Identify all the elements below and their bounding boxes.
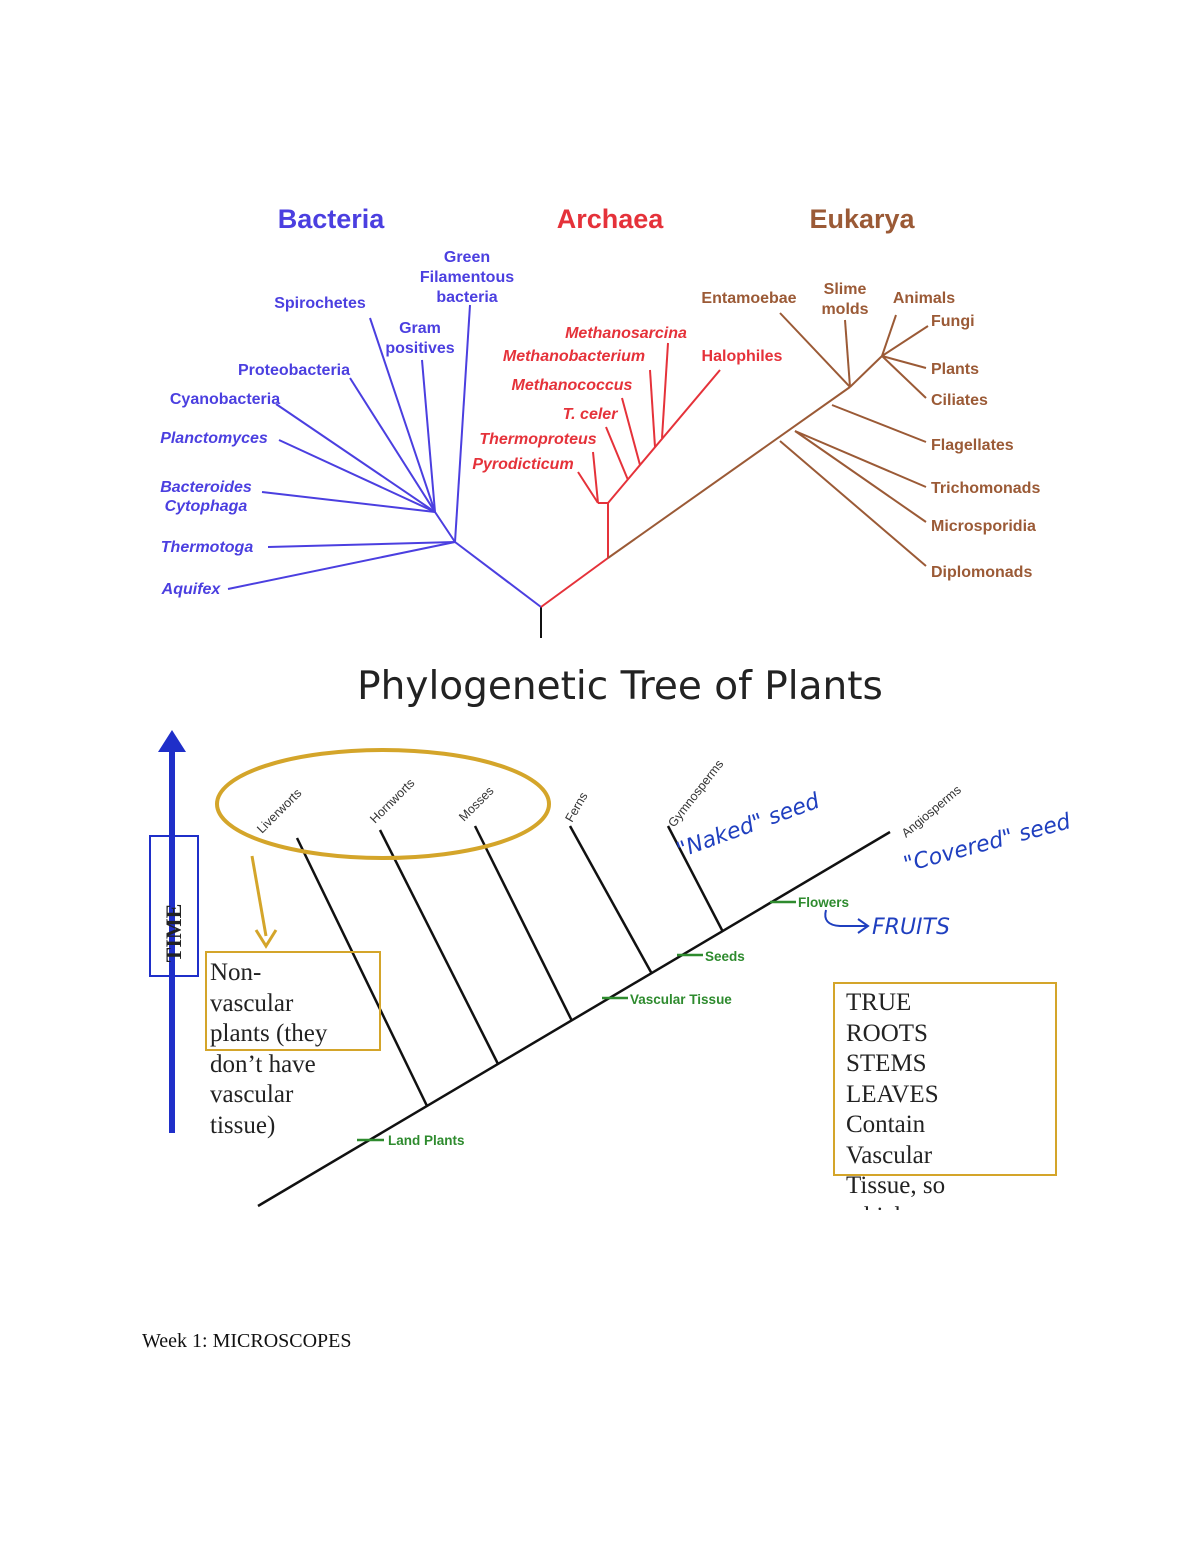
time-arrow-head (158, 730, 186, 752)
label-slime-molds-1: Slime (824, 281, 867, 298)
nonvascular-line: tissue) (210, 1111, 276, 1139)
trait-vascular-tissue: Vascular Tissue (630, 992, 732, 1007)
true-line: Contain (846, 1111, 926, 1138)
week-heading: Week 1: MICROSCOPES (142, 1330, 352, 1352)
label-trichomonads: Trichomonads (931, 480, 1040, 497)
group-ferns: Ferns (562, 790, 590, 825)
nonvascular-note-box (205, 951, 381, 1051)
eukarya-branches (607, 312, 929, 567)
plant-branches (295, 825, 725, 1107)
group-gymnosperms: Gymnosperms (665, 757, 726, 830)
label-pyrodicticum: Pyrodicticum (472, 456, 573, 473)
group-mosses: Mosses (456, 784, 496, 824)
label-proteobacteria: Proteobacteria (238, 362, 350, 379)
label-microsporidia: Microsporidia (931, 518, 1036, 535)
plant-tree-diagram: Land Plants Vascular Tissue Seeds Flower… (149, 730, 1074, 1208)
true-line: ROOTS (846, 1019, 928, 1047)
label-green-filamentous-3: bacteria (436, 289, 497, 306)
nonvascular-line: plants (they (210, 1020, 328, 1047)
label-entamoebae: Entamoebae (701, 290, 796, 307)
highlight-arrow-shaft (250, 855, 268, 937)
label-aquifex: Aquifex (161, 581, 222, 598)
label-cyanobacteria: Cyanobacteria (170, 391, 280, 408)
label-cytophaga: Cytophaga (165, 498, 248, 515)
label-ciliates: Ciliates (931, 392, 988, 409)
nonvascular-highlight-ellipse (215, 748, 551, 860)
trait-seeds: Seeds (705, 949, 745, 964)
label-green-filamentous-2: Filamentous (420, 269, 514, 286)
label-planctomyces: Planctomyces (160, 430, 268, 447)
label-gram-positives-1: Gram (399, 320, 441, 337)
label-methanococcus: Methanococcus (512, 377, 633, 394)
label-plants: Plants (931, 361, 979, 378)
label-halophiles: Halophiles (702, 348, 783, 365)
bacteria-branches (227, 304, 542, 608)
true-line: LEAVES (846, 1080, 939, 1108)
true-note-text: TRUE ROOTS STEMS LEAVES Contain Vascular… (846, 988, 945, 1210)
nonvascular-line: vascular (210, 1081, 294, 1108)
label-fungi: Fungi (931, 313, 975, 330)
domain-title-bacteria: Bacteria (278, 204, 386, 234)
plant-trunk (257, 830, 891, 1208)
true-note-box (833, 982, 1057, 1176)
archaea-branches (540, 342, 721, 608)
true-line: STEMS (846, 1050, 927, 1077)
nonvascular-line: Non- (210, 959, 262, 986)
label-t-celer: T. celer (563, 406, 619, 423)
label-bacteroides: Bacteroides (160, 479, 252, 496)
tree-of-life-diagram: Bacteria Archaea Eukarya (160, 204, 1040, 638)
trait-flowers: Flowers (798, 895, 849, 910)
true-line: Vascular (846, 1141, 933, 1169)
label-green-filamentous-1: Green (444, 249, 490, 266)
label-slime-molds-2: molds (821, 301, 868, 318)
true-line: which (846, 1202, 945, 1211)
time-label-box (149, 835, 199, 977)
label-methanosarcina: Methanosarcina (565, 325, 687, 342)
label-thermotoga: Thermotoga (161, 539, 254, 556)
plant-tree-title: Phylogenetic Tree of Plants (357, 664, 883, 709)
nonvascular-line: vascular (210, 989, 294, 1017)
time-label: TIME (161, 903, 186, 963)
handwriting-arrow-icon (824, 909, 870, 934)
label-thermoproteus: Thermoproteus (479, 431, 596, 448)
label-methanobacterium: Methanobacterium (503, 348, 645, 365)
label-diplomonads: Diplomonads (931, 564, 1032, 581)
label-animals: Animals (893, 290, 955, 307)
domain-title-archaea: Archaea (557, 204, 665, 234)
domain-title-eukarya: Eukarya (809, 204, 915, 234)
true-line: TRUE (846, 989, 912, 1016)
true-line: Tissue, so (846, 1172, 946, 1199)
label-gram-positives-2: positives (385, 340, 454, 357)
highlight-arrow-head (254, 929, 278, 949)
group-hornworts: Hornworts (367, 776, 417, 826)
trait-land-plants: Land Plants (388, 1133, 465, 1148)
handwriting-fruits: FRUITS (872, 915, 950, 940)
group-angiosperms: Angiosperms (899, 783, 964, 841)
group-liverworts: Liverworts (254, 786, 304, 836)
nonvascular-note-text: Non- vascular plants (they don’t have va… (210, 958, 327, 1141)
nonvascular-line: don’t have (210, 1050, 316, 1078)
label-spirochetes: Spirochetes (274, 295, 366, 312)
label-flagellates: Flagellates (931, 437, 1014, 454)
